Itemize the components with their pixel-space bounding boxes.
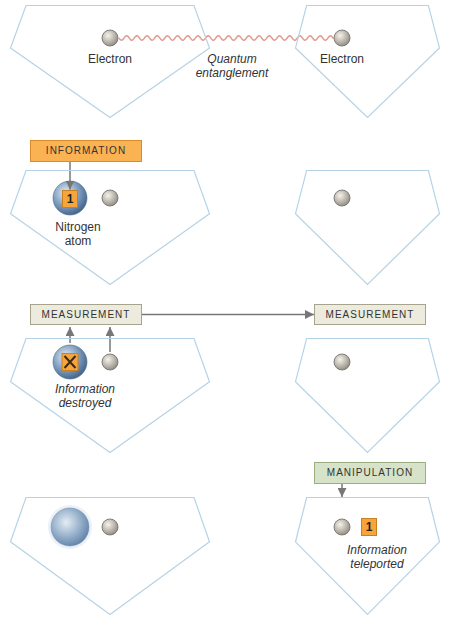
step-label: MANIPULATION xyxy=(327,467,413,479)
pentagon-panel: Electron xyxy=(295,5,440,118)
destroyed-information-box xyxy=(62,354,78,371)
node-caption: Information teleported xyxy=(339,543,415,571)
node-caption: Electron xyxy=(297,52,387,66)
pentagon-panel: Information destroyed xyxy=(10,338,210,453)
information-label-box: INFORMATION xyxy=(30,140,142,162)
electron xyxy=(102,354,118,370)
manipulation-label-box: MANIPULATION xyxy=(314,462,426,484)
annotation-label: Quantum entanglement xyxy=(187,52,277,80)
pentagon-outline-svg xyxy=(10,170,210,285)
node-caption: Nitrogen atom xyxy=(48,220,108,248)
step-label: INFORMATION xyxy=(46,145,126,157)
step-label: MEASUREMENT xyxy=(326,309,415,321)
cross-mark xyxy=(65,356,76,368)
electron xyxy=(334,519,350,535)
electron xyxy=(102,190,118,206)
measurement-arrow xyxy=(69,327,71,343)
step-label: MEASUREMENT xyxy=(42,309,131,321)
pentagon-outline xyxy=(11,339,210,453)
electron xyxy=(102,519,118,535)
measurement-label-box: MEASUREMENT xyxy=(30,304,142,325)
information-number-box: 1 xyxy=(62,190,78,208)
flow-arrow xyxy=(142,314,314,316)
electron xyxy=(334,30,350,46)
information-number: 1 xyxy=(366,520,373,534)
nitrogen-atom xyxy=(51,508,89,546)
pentagon-panel: Nitrogen atom 1 xyxy=(10,170,210,285)
information-number-box: 1 xyxy=(361,518,377,536)
node-caption: Information destroyed xyxy=(45,382,125,410)
information-number: 1 xyxy=(67,192,74,206)
pentagon-outline xyxy=(11,6,210,118)
pentagon-frame xyxy=(296,339,440,453)
pentagon-outline xyxy=(11,171,210,285)
pentagon-panel: Information teleported 1 xyxy=(295,497,440,615)
electron xyxy=(334,354,350,370)
flow-arrow xyxy=(341,484,343,497)
pentagon-panel: Electron xyxy=(10,5,210,118)
electron xyxy=(102,30,118,46)
entanglement-wave-line xyxy=(119,36,334,40)
pentagon-frame xyxy=(11,498,210,615)
pentagon-outline xyxy=(296,498,440,615)
measurement-arrow xyxy=(109,327,111,352)
pentagon-outline xyxy=(296,6,440,118)
electron xyxy=(334,190,350,206)
pentagon-frame xyxy=(296,171,440,285)
entanglement-wave xyxy=(119,36,334,40)
measurement-label-box: MEASUREMENT xyxy=(314,304,426,325)
atom-halo xyxy=(48,505,92,549)
nitrogen-atom xyxy=(53,345,87,379)
pentagon-outline-svg xyxy=(295,5,440,118)
flow-arrow xyxy=(69,162,71,190)
node-caption: Electron xyxy=(65,52,155,66)
